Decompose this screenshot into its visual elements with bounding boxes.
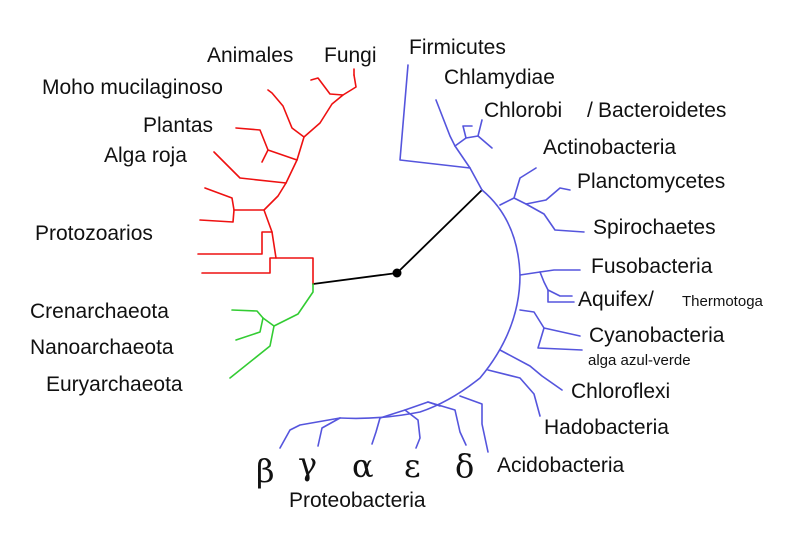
label-moho-mucilaginoso: Moho mucilaginoso xyxy=(42,76,223,99)
label-chlorobi: Chlorobi xyxy=(484,99,562,122)
root-to-archaea-eukaryota xyxy=(312,272,398,285)
chloroflexi-branch xyxy=(499,349,563,391)
label-thermotoga: Thermotoga xyxy=(682,293,764,310)
label-bacteroidetes: Bacteroidetes xyxy=(598,99,726,122)
plantas-sub xyxy=(261,149,269,163)
proteo-stem xyxy=(379,401,441,419)
label-protozoarios: Protozoarios xyxy=(35,222,153,245)
label-slash: / xyxy=(587,99,593,122)
proto-branch-4 xyxy=(201,257,277,274)
chlorobi-stem xyxy=(454,125,473,147)
label-beta: β xyxy=(256,452,275,490)
label-actinobacteria: Actinobacteria xyxy=(543,136,676,159)
label-epsilon: ε xyxy=(404,447,421,485)
label-euryarchaeota: Euryarchaeota xyxy=(46,373,183,396)
label-chloroflexi: Chloroflexi xyxy=(571,380,670,403)
label-firmicutes: Firmicutes xyxy=(409,36,506,59)
root-node xyxy=(392,268,402,278)
proto-branch-3 xyxy=(197,231,273,255)
crenarchaeota-branch xyxy=(231,309,264,319)
label-alga-azul-verde: alga azul-verde xyxy=(588,352,691,369)
label-hadobacteria: Hadobacteria xyxy=(544,416,669,439)
gamma-branch xyxy=(317,417,341,447)
planctomycetes-stem xyxy=(513,187,571,205)
label-plantas: Plantas xyxy=(143,114,213,137)
epsilon-branch xyxy=(404,409,421,449)
cyanobacteria-sub xyxy=(537,327,583,351)
animales-branch xyxy=(310,77,344,96)
label-acidobacteria: Acidobacteria xyxy=(497,454,625,477)
label-planctomycetes: Planctomycetes xyxy=(577,170,725,193)
firmicutes-branch xyxy=(399,64,483,191)
label-alga-roja: Alga roja xyxy=(104,144,187,167)
acidobacteria-branch xyxy=(459,395,489,453)
chlamydiae-branch xyxy=(435,99,471,169)
plantas-branch xyxy=(235,127,298,161)
aquifex-branch xyxy=(539,271,573,297)
fusobacteria-branch xyxy=(519,269,581,276)
euk-backbone xyxy=(263,74,357,285)
actinobacteria-branch xyxy=(499,167,537,206)
thermotoga-branch xyxy=(547,289,575,303)
root-to-bacteria xyxy=(396,189,483,274)
bacteria-backbone-arc xyxy=(339,189,521,420)
label-chlamydiae: Chlamydiae xyxy=(444,66,555,89)
spirochaetes-branch xyxy=(525,203,585,233)
label-fusobacteria: Fusobacteria xyxy=(591,255,713,278)
proto-branch-2 xyxy=(199,209,235,223)
labels: Fungi Animales Moho mucilaginoso Plantas… xyxy=(30,36,764,512)
label-delta: δ xyxy=(455,447,474,485)
label-fungi: Fungi xyxy=(324,44,377,67)
label-alpha: α xyxy=(352,447,374,485)
label-gamma: γ xyxy=(298,445,317,483)
bacteroidetes-branch xyxy=(477,135,493,149)
label-proteobacteria: Proteobacteria xyxy=(289,489,426,512)
hadobacteria-branch xyxy=(487,369,541,417)
label-crenarchaeota: Crenarchaeota xyxy=(30,300,169,323)
alga-roja-branch xyxy=(213,151,287,184)
archaea-clade xyxy=(229,283,314,379)
nanoarchaeota-branch xyxy=(235,317,264,341)
label-animales: Animales xyxy=(207,44,293,67)
eukaryota-clade xyxy=(197,68,357,285)
chlorobi-branch xyxy=(465,119,483,139)
cyanobacteria-branch xyxy=(519,309,581,337)
label-spirochaetes: Spirochaetes xyxy=(593,216,716,239)
delta-branch xyxy=(427,401,467,446)
euryarchaeota-branch xyxy=(229,325,275,379)
archaea-stem xyxy=(262,283,314,327)
proto-branch-1 xyxy=(204,187,265,211)
root-branches xyxy=(312,189,483,285)
moho-branch xyxy=(267,89,305,138)
label-cyanobacteria: Cyanobacteria xyxy=(589,324,725,347)
beta-branch xyxy=(279,417,341,449)
alpha-branch xyxy=(371,417,381,445)
label-nanoarchaeota: Nanoarchaeota xyxy=(30,336,174,359)
bacteria-clade xyxy=(279,64,585,453)
label-aquifex: Aquifex/ xyxy=(578,288,654,311)
